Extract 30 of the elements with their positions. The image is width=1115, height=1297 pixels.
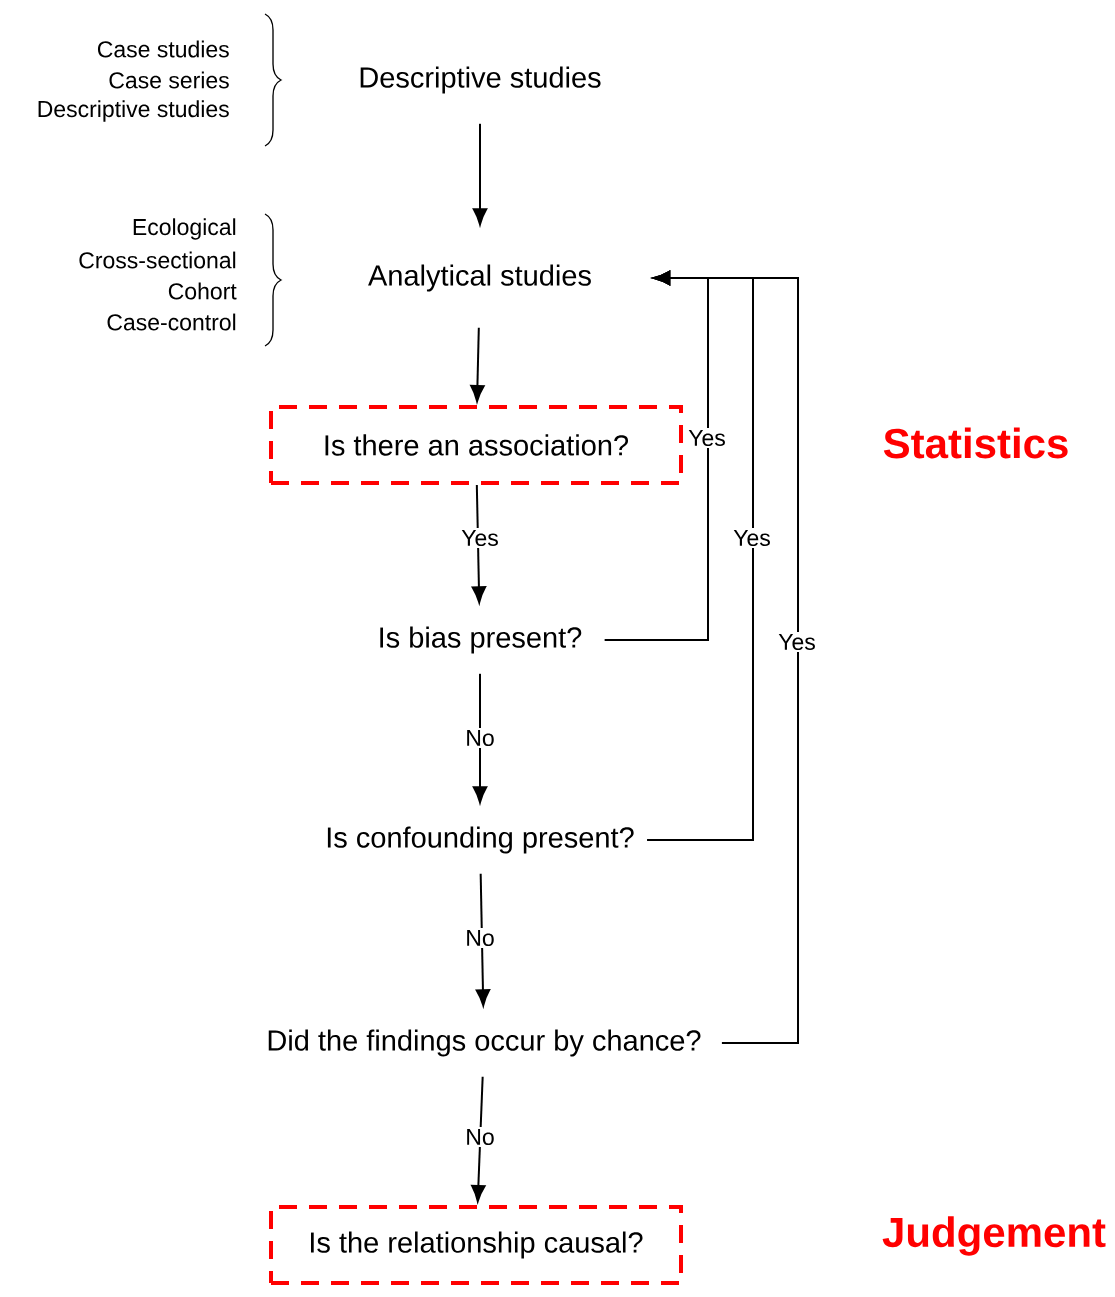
- arrow: [653, 270, 799, 1044]
- list-item: Cohort: [168, 282, 237, 300]
- edge-label: Yes: [459, 528, 501, 549]
- edge-label: No: [463, 1127, 497, 1148]
- edge-label: Yes: [731, 528, 773, 549]
- arrow: [471, 1075, 486, 1203]
- list-item: Case-control: [107, 313, 236, 331]
- list-item: Ecological: [133, 218, 236, 240]
- edge-label: No: [463, 928, 497, 949]
- edge-label: No: [463, 728, 497, 749]
- list-item: Case series: [109, 71, 229, 89]
- arrow: [475, 872, 491, 1007]
- arrow: [472, 122, 488, 226]
- list-item: Cross-sectional: [79, 251, 236, 269]
- edge-label: Yes: [776, 632, 818, 653]
- category-label: Statistics: [883, 427, 1068, 459]
- dashed-box: Is the relationship causal?: [269, 1205, 683, 1285]
- question-text: Did the findings occur by chance?: [268, 1029, 701, 1057]
- question-text: Is confounding present?: [327, 826, 634, 854]
- stage-text: Descriptive studies: [360, 66, 601, 94]
- edge-label: Yes: [686, 428, 728, 449]
- dashed-box: Is there an association?: [269, 405, 683, 485]
- arrow: [471, 484, 487, 604]
- stage-text: Analytical studies: [368, 264, 591, 292]
- category-label: Judgement: [882, 1216, 1106, 1256]
- arrow: [472, 672, 488, 804]
- question-text: Is bias present?: [380, 626, 582, 654]
- arrow: [470, 326, 485, 403]
- list-item: Case studies: [97, 40, 229, 58]
- list-item: Descriptive studies: [38, 100, 229, 122]
